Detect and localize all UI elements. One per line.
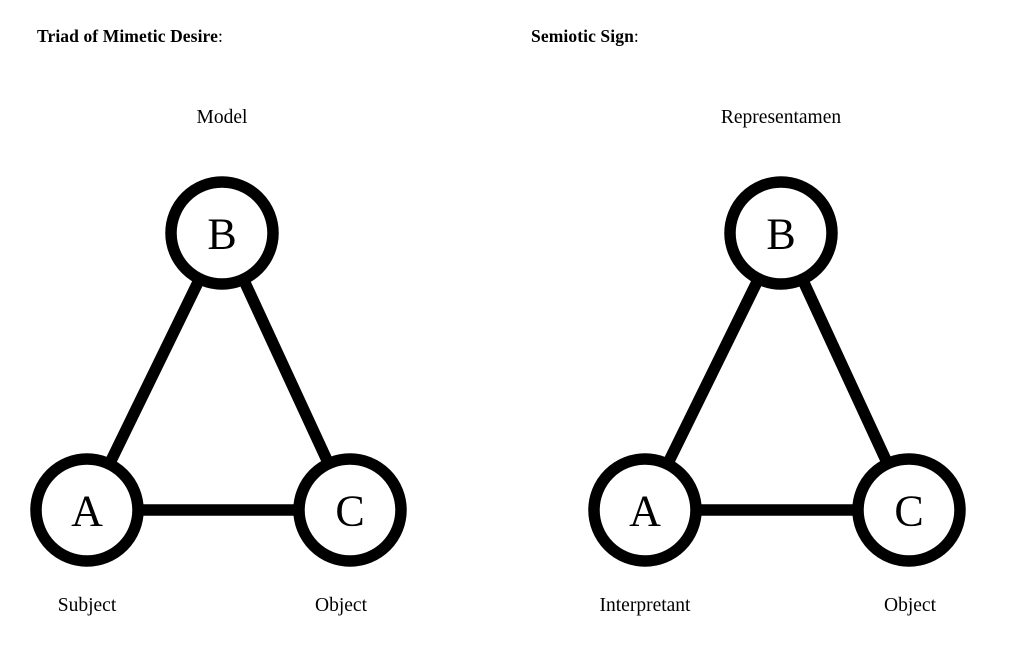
panel-title-colon: : xyxy=(633,26,639,46)
panel-title: Triad of Mimetic Desire: xyxy=(37,26,223,46)
node-c-caption: Object xyxy=(884,595,936,616)
triad-graph: B A C Model Subject Object xyxy=(0,96,506,636)
semiotic-graph: B A C Representamen Interpretant Object xyxy=(506,96,1012,636)
node-b-circle[interactable] xyxy=(724,176,838,290)
panel-semiotic-sign: Semiotic Sign: B A C Representamen Inter… xyxy=(506,0,1012,658)
node-a-letter: A xyxy=(71,487,103,536)
node-b-caption: Representamen xyxy=(720,107,842,128)
panel-triad-of-mimetic-desire: Triad of Mimetic Desire: B A C Model Sub… xyxy=(0,26,506,636)
node-b-letter: B xyxy=(766,210,795,259)
semiotic-graph-svg: B A C xyxy=(588,176,966,567)
node-c-circle[interactable] xyxy=(293,453,407,567)
node-c-caption: Object xyxy=(315,595,367,616)
node-b-circle[interactable] xyxy=(165,176,279,290)
panel-title-colon: : xyxy=(217,26,223,46)
node-b-caption: Model xyxy=(196,107,248,128)
node-a-letter: A xyxy=(629,487,661,536)
node-b-letter: B xyxy=(207,210,236,259)
node-c-letter: C xyxy=(894,487,923,536)
panel-title-text: Triad of Mimetic Desire xyxy=(37,26,218,46)
panel-title-text: Semiotic Sign xyxy=(531,26,634,46)
node-c-circle[interactable] xyxy=(852,453,966,567)
panel-title: Semiotic Sign: xyxy=(531,26,639,46)
node-a-caption: Interpretant xyxy=(599,595,691,616)
node-a-circle[interactable] xyxy=(588,453,702,567)
node-a-caption: Subject xyxy=(57,595,117,616)
node-c-letter: C xyxy=(335,487,364,536)
triad-graph-svg: B A C xyxy=(30,176,407,567)
node-a-circle[interactable] xyxy=(30,453,144,567)
